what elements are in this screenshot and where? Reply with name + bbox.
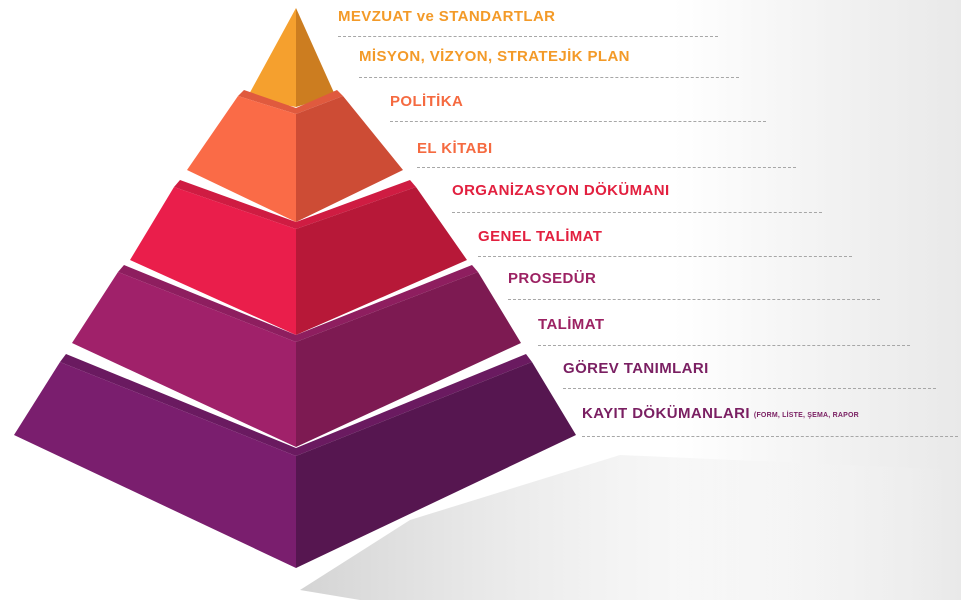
tier-orange-left-face: [187, 96, 296, 222]
level-text: POLİTİKA: [390, 93, 464, 110]
dashed-divider: [478, 256, 852, 257]
tier-red-rim-left: [174, 180, 296, 229]
dashed-divider: [359, 77, 739, 78]
dashed-divider: [563, 388, 936, 389]
dashed-divider: [417, 167, 796, 168]
dashed-divider: [538, 345, 910, 346]
level-label-7: PROSEDÜR: [508, 270, 596, 288]
level-label-6: GENEL TALİMAT: [478, 228, 602, 246]
tier-red-left-face: [130, 187, 296, 335]
level-text: MİSYON, VİZYON, STRATEJİK PLAN: [359, 48, 630, 65]
level-text: PROSEDÜR: [508, 270, 597, 287]
tier-orange-right-face: [296, 96, 403, 222]
level-text: MEVZUAT ve STANDARTLAR: [338, 8, 556, 25]
level-label-5: ORGANİZASYON DÖKÜMANI: [452, 182, 670, 200]
dashed-divider: [452, 212, 822, 213]
level-label-9: GÖREV TANIMLARI: [563, 360, 709, 378]
dashed-divider: [390, 121, 766, 122]
tier-red-right-face: [296, 187, 467, 335]
level-text: ORGANİZASYON DÖKÜMANI: [452, 182, 670, 199]
tier-magenta-right-face: [296, 272, 521, 447]
tier-orange-rim-right: [296, 90, 343, 114]
tier-orange-rim-left: [238, 90, 296, 114]
level-label-1: MEVZUAT ve STANDARTLAR: [338, 8, 555, 26]
tier-purple-rim-left: [60, 354, 296, 456]
tier-magenta-left-face: [72, 272, 296, 447]
level-text: KAYIT DÖKÜMANLARI: [582, 405, 750, 422]
level-text: GENEL TALİMAT: [478, 228, 603, 245]
dashed-divider: [338, 36, 718, 37]
tier-purple-right-face: [296, 362, 576, 568]
level-label-2: MİSYON, VİZYON, STRATEJİK PLAN: [359, 48, 630, 66]
tier-apex-left-face: [247, 8, 296, 107]
level-label-3: POLİTİKA: [390, 93, 463, 111]
tier-red-rim-right: [296, 180, 416, 229]
dashed-divider: [582, 436, 958, 437]
pyramid-shadow: [300, 455, 960, 600]
tier-magenta-rim-right: [296, 265, 478, 342]
tier-purple-left-face: [14, 362, 296, 568]
level-subtext: (FORM, LİSTE, ŞEMA, RAPOR: [753, 412, 859, 419]
level-text: TALİMAT: [538, 316, 605, 333]
tier-magenta-rim-left: [118, 265, 296, 342]
level-text: EL KİTABI: [417, 140, 493, 157]
level-label-4: EL KİTABI: [417, 140, 493, 158]
level-label-8: TALİMAT: [538, 316, 604, 334]
dashed-divider: [508, 299, 880, 300]
tier-purple-rim-right: [296, 354, 532, 456]
tier-apex-right-face: [296, 8, 335, 107]
level-text: GÖREV TANIMLARI: [563, 360, 709, 377]
level-label-10: KAYIT DÖKÜMANLARI(FORM, LİSTE, ŞEMA, RAP…: [582, 405, 859, 425]
